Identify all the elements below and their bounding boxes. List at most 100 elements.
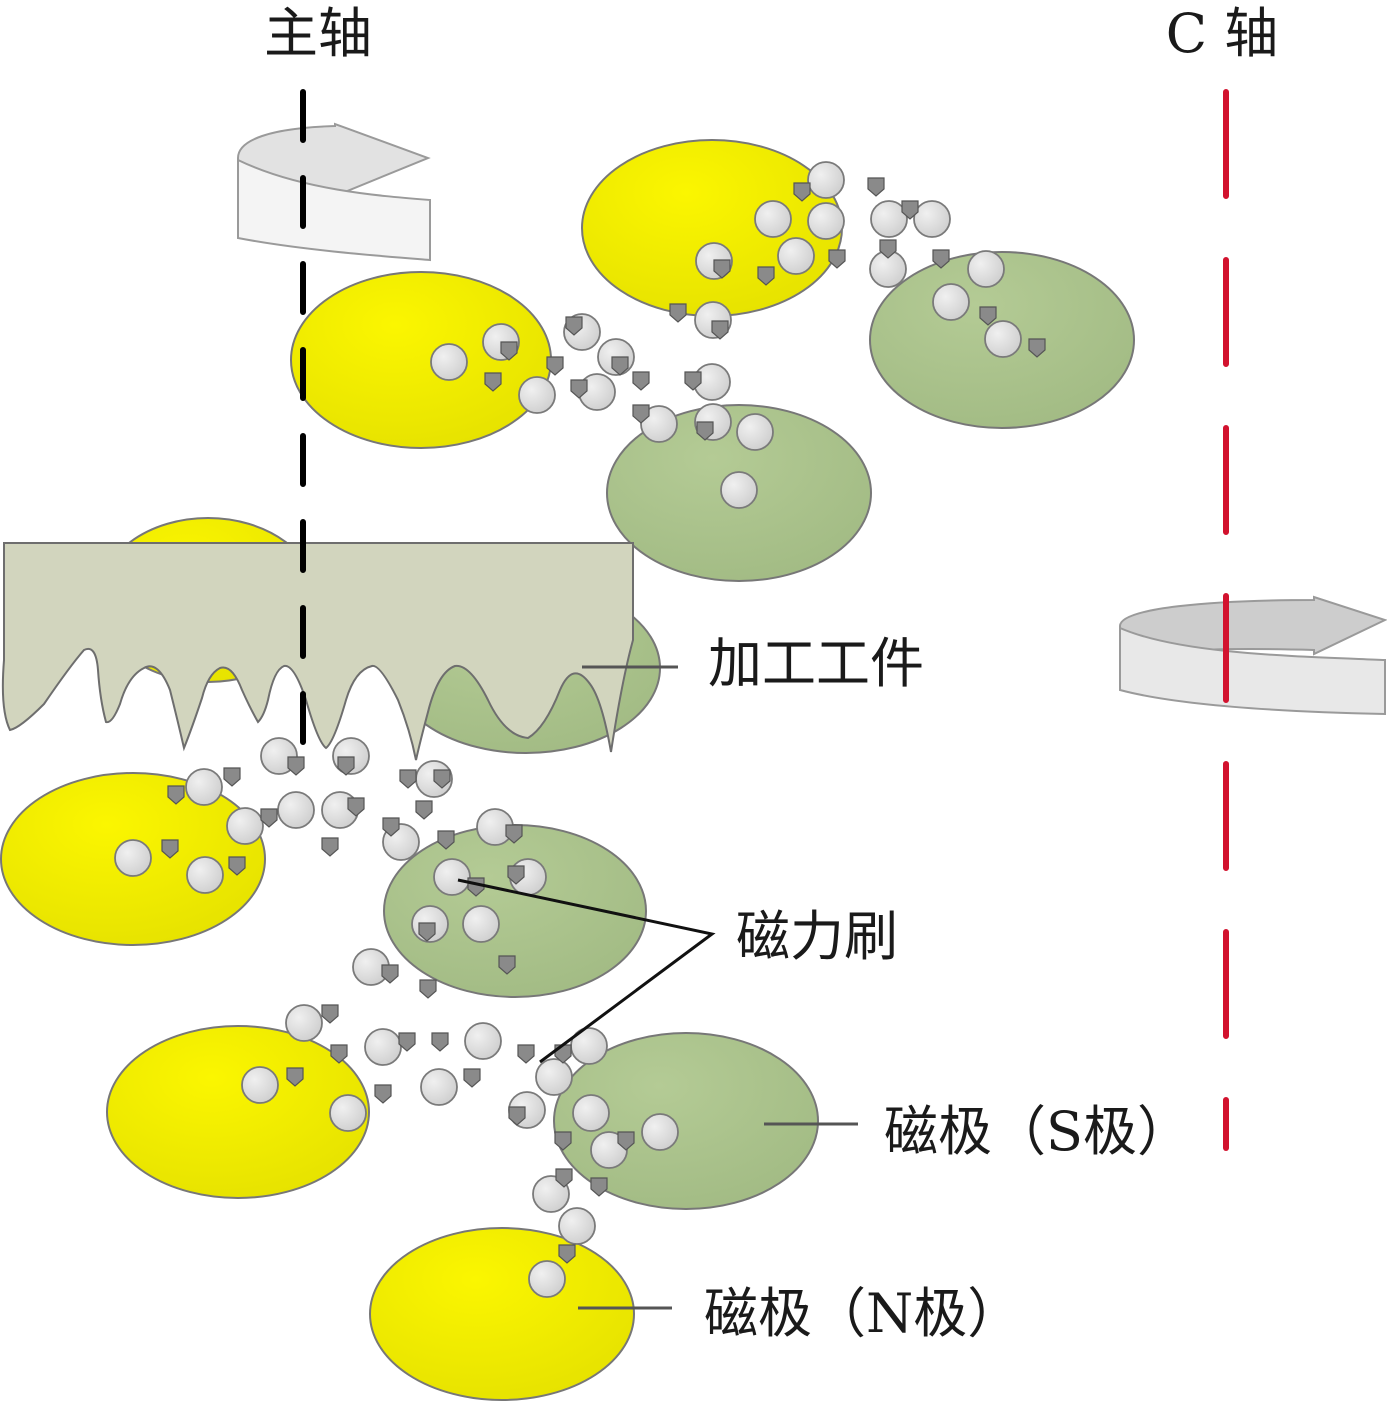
iron-particle bbox=[364, 1028, 402, 1066]
pole-s-label: 磁极（S极） bbox=[884, 1100, 1191, 1163]
abrasive-particle bbox=[546, 356, 564, 376]
iron-particle bbox=[277, 791, 315, 829]
spindle-rotation-arrow bbox=[237, 122, 431, 262]
pole-n-label: 磁极（N极） bbox=[704, 1282, 1021, 1345]
abrasive-particle bbox=[431, 1032, 449, 1052]
iron-particle bbox=[777, 237, 815, 275]
iron-particle bbox=[185, 768, 223, 806]
iron-particle bbox=[464, 1022, 502, 1060]
abrasive-particle bbox=[418, 922, 436, 942]
abrasive-particle bbox=[399, 769, 417, 789]
c-axis bbox=[1119, 89, 1387, 1151]
iron-particle bbox=[420, 1068, 458, 1106]
iron-particle bbox=[558, 1207, 596, 1245]
abrasive-particle bbox=[611, 356, 629, 376]
abrasive-particle bbox=[223, 767, 241, 787]
abrasive-particle bbox=[484, 372, 502, 392]
abrasive-particle bbox=[415, 800, 433, 820]
abrasive-particle bbox=[565, 316, 583, 336]
abrasive-particle bbox=[321, 1004, 339, 1024]
abrasive-particle bbox=[558, 1244, 576, 1264]
abrasive-particle bbox=[463, 1068, 481, 1088]
iron-particle bbox=[462, 905, 500, 943]
iron-particle bbox=[430, 343, 468, 381]
iron-particle bbox=[241, 1066, 279, 1104]
abrasive-particle bbox=[260, 808, 278, 828]
abrasive-particle bbox=[555, 1168, 573, 1188]
abrasive-particle bbox=[711, 320, 729, 340]
iron-particle bbox=[532, 1175, 570, 1213]
abrasive-particle bbox=[757, 266, 775, 286]
iron-particle bbox=[720, 471, 758, 509]
iron-particle bbox=[640, 405, 678, 443]
iron-particle bbox=[807, 161, 845, 199]
abrasive-particle bbox=[321, 837, 339, 857]
iron-particle bbox=[535, 1058, 573, 1096]
abrasive-particle bbox=[330, 1044, 348, 1064]
abrasive-particle bbox=[684, 371, 702, 391]
iron-particle bbox=[186, 856, 224, 894]
abrasive-particle bbox=[669, 303, 687, 323]
iron-particle bbox=[736, 413, 774, 451]
abrasive-particle bbox=[1028, 338, 1046, 358]
iron-particle bbox=[984, 320, 1022, 358]
abrasive-particle bbox=[632, 404, 650, 424]
abrasive-particle bbox=[374, 1084, 392, 1104]
iron-particle bbox=[572, 1094, 610, 1132]
abrasive-particle bbox=[570, 379, 588, 399]
abrasive-particle bbox=[437, 830, 455, 850]
iron-particle bbox=[967, 250, 1005, 288]
iron-particle bbox=[114, 839, 152, 877]
pole-n bbox=[581, 139, 843, 317]
iron-particle bbox=[913, 200, 951, 238]
magnetic-brush-leader bbox=[457, 878, 716, 1064]
magnetic-brush-particles bbox=[114, 161, 1046, 1298]
abrasive-particle bbox=[517, 1044, 535, 1064]
abrasive-particle bbox=[932, 249, 950, 269]
workpiece-label: 加工工件 bbox=[708, 632, 924, 695]
abrasive-particle bbox=[507, 865, 525, 885]
iron-particle bbox=[433, 858, 471, 896]
abrasive-particle bbox=[286, 1067, 304, 1087]
abrasive-particle bbox=[979, 306, 997, 326]
iron-particle bbox=[285, 1004, 323, 1042]
spindle-axis-label: 主轴 bbox=[264, 2, 372, 65]
abrasive-particle bbox=[696, 421, 714, 441]
iron-particle bbox=[641, 1113, 679, 1151]
abrasive-particle bbox=[713, 259, 731, 279]
abrasive-particle bbox=[337, 756, 355, 776]
abrasive-particle bbox=[161, 839, 179, 859]
abrasive-particle bbox=[287, 756, 305, 776]
abrasive-particle bbox=[167, 785, 185, 805]
iron-particle bbox=[528, 1260, 566, 1298]
abrasive-particle bbox=[901, 200, 919, 220]
abrasive-particle bbox=[867, 177, 885, 197]
pole-n bbox=[290, 271, 552, 449]
abrasive-particle bbox=[632, 371, 650, 391]
abrasive-particle bbox=[590, 1177, 608, 1197]
abrasive-particle bbox=[419, 979, 437, 999]
pole-n bbox=[369, 1227, 635, 1401]
iron-particle bbox=[226, 807, 264, 845]
iron-particle bbox=[932, 283, 970, 321]
abrasive-particle bbox=[498, 955, 516, 975]
abrasive-particle bbox=[793, 182, 811, 202]
iron-particle bbox=[870, 200, 908, 238]
leader-lines bbox=[457, 665, 858, 1310]
magnetic-brush-label: 磁力刷 bbox=[736, 905, 898, 968]
abrasive-particle bbox=[433, 769, 451, 789]
iron-particle bbox=[518, 376, 556, 414]
abrasive-particle bbox=[505, 824, 523, 844]
abrasive-particle bbox=[347, 797, 365, 817]
abrasive-particle bbox=[381, 964, 399, 984]
abrasive-particle bbox=[500, 341, 518, 361]
abrasive-particle bbox=[508, 1106, 526, 1126]
iron-particle bbox=[329, 1094, 367, 1132]
abrasive-particle bbox=[879, 239, 897, 259]
abrasive-particle bbox=[382, 817, 400, 837]
workpiece-shape bbox=[1, 542, 634, 761]
iron-particle bbox=[754, 200, 792, 238]
c-axis-label: C 轴 bbox=[1166, 2, 1278, 65]
abrasive-particle bbox=[554, 1131, 572, 1151]
